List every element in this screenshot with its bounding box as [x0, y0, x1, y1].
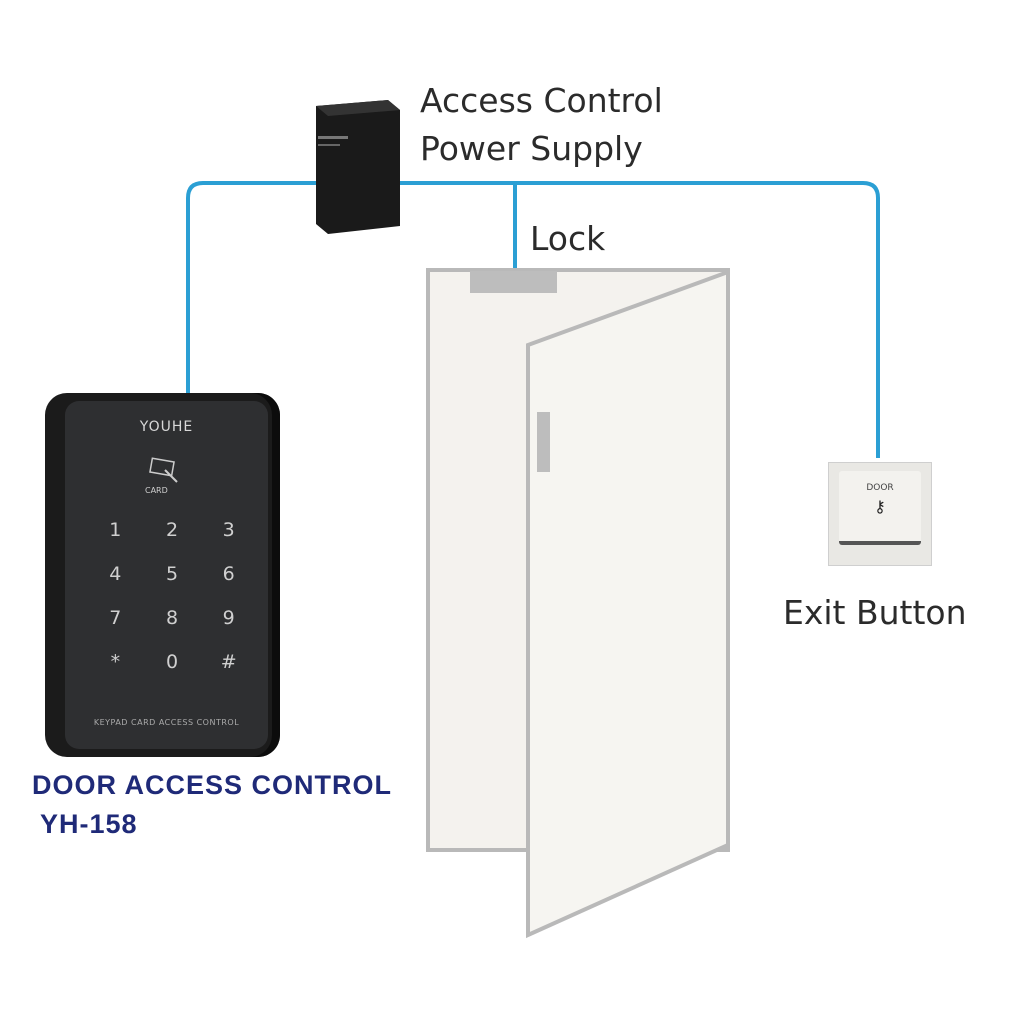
open-door-panel	[526, 269, 730, 939]
key-6[interactable]: 6	[222, 563, 235, 585]
key-1[interactable]: 1	[109, 519, 122, 541]
key-2[interactable]: 2	[165, 519, 179, 541]
key-icon: ⚷	[874, 497, 886, 516]
keypad-bottom-text: KEYPAD CARD ACCESS CONTROL	[93, 718, 240, 727]
power-supply-label-line1: Access Control	[420, 81, 663, 120]
key-4[interactable]: 4	[109, 563, 122, 585]
lock-label: Lock	[530, 219, 606, 258]
lock-magnet	[470, 271, 557, 293]
key-hash[interactable]: #	[220, 651, 237, 673]
key-9[interactable]: 9	[222, 607, 235, 629]
exit-button-face: DOOR ⚷	[839, 471, 921, 545]
lock-strike-plate	[537, 412, 550, 472]
product-name: DOOR ACCESS CONTROL	[32, 770, 393, 800]
keypad-keys: 1 2 3 4 5 6 7 8 9 * 0 #	[87, 519, 257, 673]
keypad-device: YOUHE CARD 1 2 3 4 5 6 7 8 9 * 0 # KEYPA…	[45, 393, 280, 757]
key-0[interactable]: 0	[165, 651, 179, 673]
key-7[interactable]: 7	[109, 607, 122, 629]
exit-button-device[interactable]: DOOR ⚷	[828, 462, 932, 566]
card-label: CARD	[145, 486, 168, 495]
key-8[interactable]: 8	[165, 607, 179, 629]
card-reader-icon	[149, 457, 178, 483]
power-supply-label-line2: Power Supply	[420, 129, 643, 168]
wire-keypad-to-exit	[186, 181, 880, 458]
power-supply-icon	[316, 100, 400, 234]
keypad-face: YOUHE CARD 1 2 3 4 5 6 7 8 9 * 0 # KEYPA…	[65, 401, 268, 749]
key-3[interactable]: 3	[222, 519, 235, 541]
key-5[interactable]: 5	[165, 563, 179, 585]
exit-door-text: DOOR	[866, 483, 894, 493]
exit-button-label: Exit Button	[783, 593, 967, 632]
keypad-brand: YOUHE	[139, 419, 194, 435]
key-star[interactable]: *	[110, 651, 121, 673]
product-model: YH-158	[40, 809, 138, 839]
